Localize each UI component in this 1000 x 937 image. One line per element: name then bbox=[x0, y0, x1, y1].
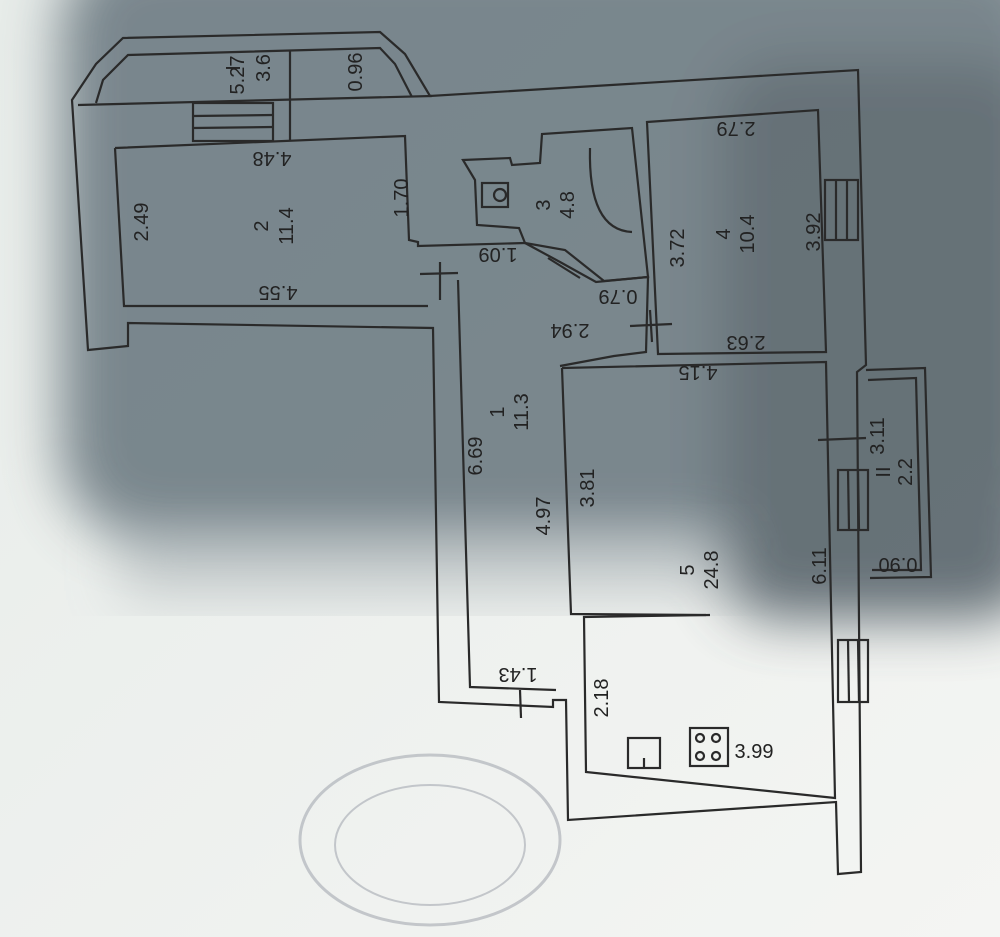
phone-shadow bbox=[60, 0, 1000, 620]
dim-room5-wall-b: 4.97 bbox=[533, 497, 555, 536]
dim-hall-gap: 0.79 bbox=[599, 285, 638, 307]
dim-room2-bottom: 4.55 bbox=[259, 281, 298, 303]
lower-shadow bbox=[120, 520, 740, 600]
balcony-ii-area: 2.2 bbox=[895, 458, 917, 486]
dim-room5-right: 6.11 bbox=[809, 547, 831, 584]
dim-hall-mid: 2.94 bbox=[551, 319, 590, 341]
stamp bbox=[298, 753, 562, 927]
room-4-number: 4 bbox=[713, 228, 735, 239]
dim-room4-top: 2.79 bbox=[717, 117, 756, 139]
room-5-number: 5 bbox=[677, 564, 699, 575]
balcony-ii-length: 3.11 bbox=[867, 417, 889, 454]
dim-hall-long: 6.69 bbox=[465, 437, 487, 476]
room-2-number: 2 bbox=[251, 220, 273, 231]
dim-hall-notch: 1.09 bbox=[479, 243, 518, 265]
dim-room2-top: 4.48 bbox=[253, 147, 292, 169]
balcony-i-area: 3.6 bbox=[253, 54, 275, 82]
balcony-i-width: 0.96 bbox=[345, 53, 367, 92]
room-1-number: 1 bbox=[487, 406, 509, 417]
room-5-area: 24.8 bbox=[701, 551, 723, 590]
dim-room4-left: 3.72 bbox=[667, 229, 689, 268]
dim-room5-top: 4.15 bbox=[679, 361, 718, 383]
room-3-number: 3 bbox=[533, 199, 555, 210]
balcony-ii-width: 0.90 bbox=[879, 553, 918, 575]
walls bbox=[70, 30, 933, 876]
room-2-area: 11.4 bbox=[276, 207, 298, 244]
balcony-i-number: I bbox=[223, 65, 245, 71]
dim-kitchen-bottom: 3.99 bbox=[735, 741, 774, 763]
dim-room4-bottom: 2.63 bbox=[727, 331, 766, 353]
plan-labels: I 3.6 5.27 0.96 2 11.4 4.48 2.49 1.70 4.… bbox=[131, 53, 917, 763]
dim-kitchen-left: 2.18 bbox=[591, 679, 613, 718]
dim-room5-wall-a: 3.81 bbox=[577, 469, 599, 508]
room-1-area: 11.3 bbox=[511, 393, 533, 430]
balcony-i-length: 5.27 bbox=[227, 56, 249, 95]
dim-hall-bottom: 1.43 bbox=[499, 663, 538, 685]
dim-room4-right: 3.92 bbox=[803, 213, 825, 252]
dim-room2-right: 1.70 bbox=[391, 179, 413, 218]
balcony-ii-number: II bbox=[873, 466, 895, 477]
room-3-area: 4.8 bbox=[557, 191, 579, 219]
room-4-area: 10.4 bbox=[737, 215, 759, 254]
dim-room2-left: 2.49 bbox=[131, 203, 153, 242]
